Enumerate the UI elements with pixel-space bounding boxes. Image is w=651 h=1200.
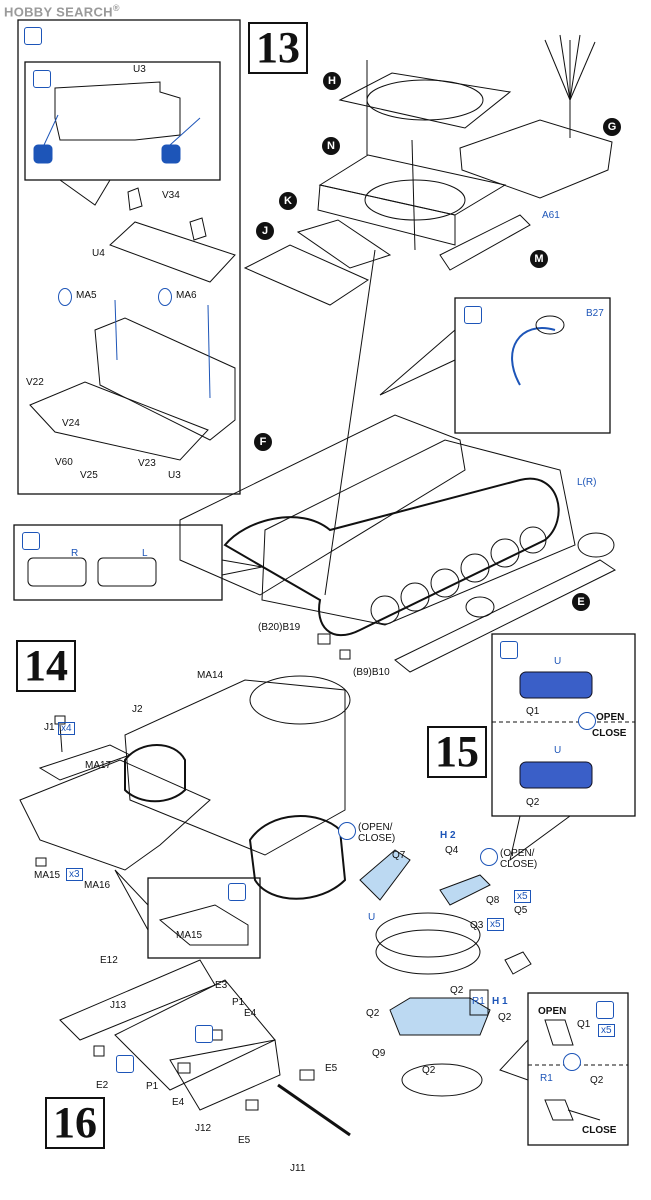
label-Q2-c: Q2 — [366, 1008, 380, 1019]
label-J1: J1 — [44, 722, 55, 733]
label-U-cupola: U — [368, 912, 376, 923]
label-V23: V23 — [138, 458, 156, 469]
label-E5: E5 — [325, 1063, 338, 1074]
label-B9-B10: (B9)B10 — [353, 667, 390, 678]
qty-x5-a: x5 — [514, 890, 531, 903]
label-B20-B19: (B20)B19 — [258, 622, 301, 633]
label-U3: U3 — [133, 64, 146, 75]
label-U-bottom: U — [554, 745, 562, 756]
label-MA5: MA5 — [76, 290, 97, 301]
callout-G: G — [603, 118, 621, 136]
label-Q9: Q9 — [372, 1048, 386, 1059]
label-U3: U3 — [168, 470, 181, 481]
label-Q2: Q2 — [526, 797, 540, 808]
label-MA17: MA17 — [85, 760, 112, 771]
step-14-number: 14 — [16, 640, 76, 692]
label-E12: E12 — [100, 955, 118, 966]
label-A61: A61 — [542, 210, 560, 221]
callout-E: E — [572, 593, 590, 611]
label-J12: J12 — [195, 1123, 212, 1134]
label-inset-open: OPEN — [538, 1006, 567, 1017]
label-U-top: U — [554, 656, 562, 667]
label-E5-b: E5 — [238, 1135, 251, 1146]
label-Q1: Q1 — [526, 706, 540, 717]
caution-icon — [116, 1055, 134, 1073]
label-MA16: MA16 — [84, 880, 111, 891]
label-J2: J2 — [132, 704, 143, 715]
label-E4-b: E4 — [172, 1097, 185, 1108]
label-inset-close: CLOSE — [582, 1125, 617, 1136]
qty-inset-x5: x5 — [598, 1024, 615, 1037]
label-MA15: MA15 — [34, 870, 61, 881]
rotate-icon — [338, 822, 356, 840]
paint-brush-icon — [596, 1001, 614, 1019]
label-E4: E4 — [244, 1008, 257, 1019]
label-J13: J13 — [110, 1000, 127, 1011]
paint-brush-icon — [228, 883, 246, 901]
label-E3: E3 — [215, 980, 228, 991]
label-E2: E2 — [96, 1080, 109, 1091]
label-B27: B27 — [586, 308, 604, 319]
label-inset-Q2: Q2 — [590, 1075, 604, 1086]
label-H1: H 1 — [492, 996, 508, 1007]
label-Q2-b: Q2 — [450, 985, 464, 996]
label-V34: V34 — [162, 190, 180, 201]
label-H2: H 2 — [440, 830, 456, 841]
label-track-L: L — [142, 548, 148, 559]
qty-x5-b: x5 — [487, 918, 504, 931]
step-15-number: 15 — [427, 726, 487, 778]
label-open-close-2: (OPEN/ CLOSE) — [500, 848, 538, 870]
callout-J: J — [256, 222, 274, 240]
label-MA15-inset: MA15 — [176, 930, 203, 941]
rotate-icon — [563, 1053, 581, 1071]
callout-K: K — [279, 192, 297, 210]
label-close: CLOSE — [592, 728, 627, 739]
label-P1-b: P1 — [146, 1081, 159, 1092]
label-inset-Q1: Q1 — [577, 1019, 591, 1030]
paint-brush-icon — [22, 532, 40, 550]
label-Q3: Q3 — [470, 920, 484, 931]
step-13-number: 13 — [248, 22, 308, 74]
label-MA14: MA14 — [197, 670, 224, 681]
watermark: HOBBY SEARCH® — [4, 3, 120, 20]
label-Q5: Q5 — [514, 905, 528, 916]
label-Q7: Q7 — [392, 850, 406, 861]
label-track-R: R — [71, 548, 79, 559]
paint-brush-icon — [24, 27, 42, 45]
callout-F: F — [254, 433, 272, 451]
glue-drop-icon — [58, 288, 72, 306]
callout-H: H — [323, 72, 341, 90]
label-LR: L(R) — [577, 477, 597, 488]
qty-x3: x3 — [66, 868, 83, 881]
label-open-close-1: (OPEN/ CLOSE) — [358, 822, 396, 844]
label-J11: J11 — [290, 1163, 306, 1174]
label-V60: V60 — [55, 457, 73, 468]
caution-icon — [195, 1025, 213, 1043]
label-V22: V22 — [26, 377, 44, 388]
callout-N: N — [322, 137, 340, 155]
qty-x4: x4 — [58, 722, 75, 735]
rotate-icon — [480, 848, 498, 866]
label-V24: V24 — [62, 418, 80, 429]
label-Q8: Q8 — [486, 895, 500, 906]
label-inset-R1: R1 — [540, 1073, 553, 1084]
label-Q2-e: Q2 — [422, 1065, 436, 1076]
label-Q4: Q4 — [445, 845, 459, 856]
paint-brush-icon — [33, 70, 51, 88]
callout-M: M — [530, 250, 548, 268]
label-V25: V25 — [80, 470, 98, 481]
label-P1: P1 — [232, 997, 245, 1008]
label-MA6: MA6 — [176, 290, 197, 301]
glue-drop-icon — [158, 288, 172, 306]
label-R1: R1 — [472, 996, 485, 1007]
paint-brush-icon — [464, 306, 482, 324]
rotate-icon — [578, 712, 596, 730]
paint-brush-icon — [500, 641, 518, 659]
label-Q2-d: Q2 — [498, 1012, 512, 1023]
label-U4: U4 — [92, 248, 105, 259]
label-open: OPEN — [596, 712, 625, 723]
step-16-number: 16 — [45, 1097, 105, 1149]
